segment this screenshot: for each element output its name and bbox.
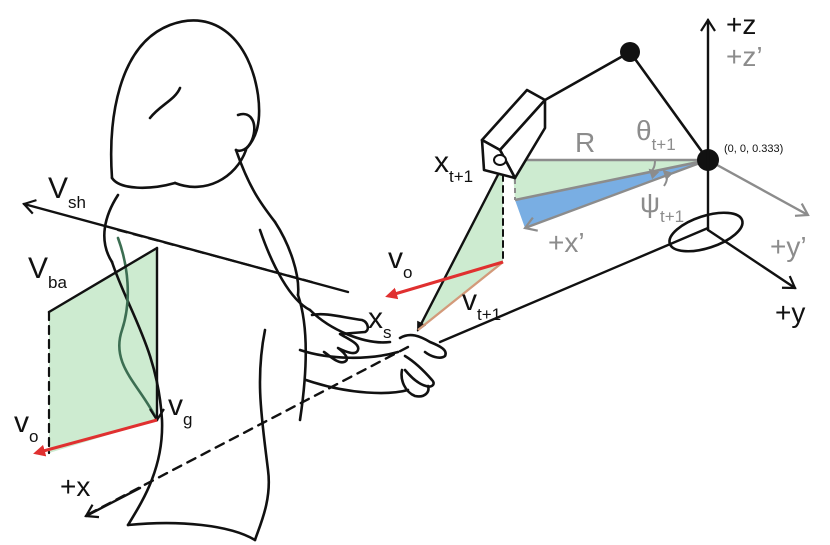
x-prime-axis <box>523 158 709 232</box>
robot-arm-joint <box>620 42 640 62</box>
theta-arc <box>648 159 660 180</box>
shoulder-dash <box>116 228 314 284</box>
label-plus-x-prime: +x’ <box>548 227 585 258</box>
label-x-t1: xt+1 <box>434 146 473 186</box>
y-prime-axis <box>707 158 810 217</box>
v-t1-vector <box>417 261 504 331</box>
x-axis-bottom-tip <box>84 486 142 519</box>
label-theta: θt+1 <box>636 115 676 154</box>
label-v-o-left: vo <box>14 406 38 446</box>
label-v-t1: vt+1 <box>462 284 501 324</box>
back-vector <box>47 246 159 314</box>
psi-arc <box>662 169 674 187</box>
orientation-vector-left <box>33 418 158 457</box>
label-plus-y: +y <box>775 297 805 328</box>
label-plus-y-prime: +y’ <box>770 231 807 262</box>
label-v-ba: Vba <box>28 252 67 292</box>
robot-link-upper <box>628 50 710 162</box>
robot-base <box>668 211 744 253</box>
label-plus-x: +x <box>60 471 90 502</box>
theta-ray <box>514 158 709 202</box>
label-psi: ψt+1 <box>640 187 684 226</box>
pointing-plane-edge-a <box>416 163 505 332</box>
person-sketch <box>103 19 447 542</box>
label-x-s: xs <box>368 302 392 342</box>
orientation-vector-mid <box>385 260 504 300</box>
label-origin-coord: (0, 0, 0.333) <box>724 143 783 155</box>
robot-link-camera <box>543 50 632 102</box>
label-plus-z-prime: +z’ <box>726 41 763 72</box>
hand-to-robot-line <box>438 226 710 344</box>
label-r: R <box>575 127 595 158</box>
y-axis <box>706 228 797 290</box>
body-plane-fill <box>49 248 157 453</box>
label-v-g: vg <box>168 389 192 429</box>
label-plus-z: +z <box>726 9 756 40</box>
camera-icon <box>480 88 547 180</box>
label-v-sh: Vsh <box>48 172 86 212</box>
label-v-o-mid: vo <box>388 242 412 282</box>
